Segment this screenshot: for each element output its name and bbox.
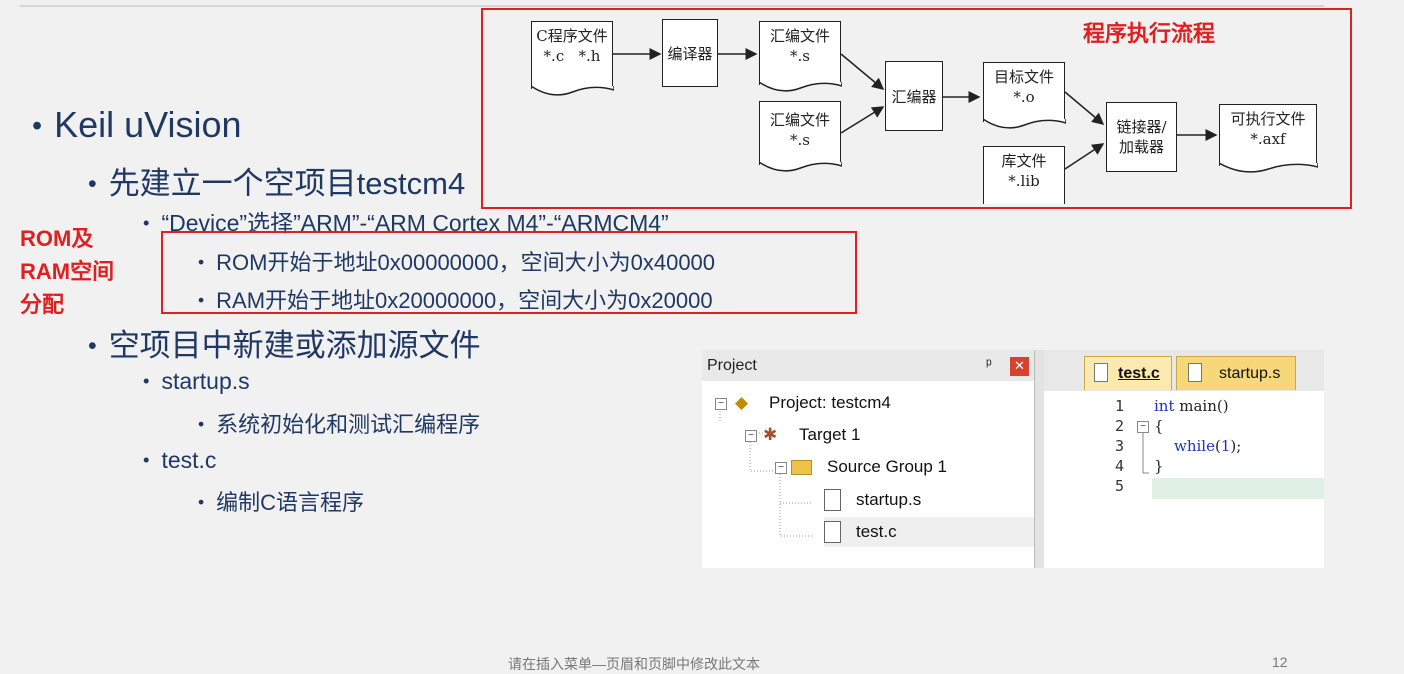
file-icon xyxy=(824,521,841,543)
page-number: 12 xyxy=(1272,654,1288,670)
pin-icon[interactable]: ᵖ xyxy=(986,356,992,373)
line-number: 5 xyxy=(1114,477,1124,495)
line-number: 2 xyxy=(1114,417,1124,435)
code-line-1: int main() xyxy=(1154,397,1229,415)
code-line-3: while(1); xyxy=(1174,437,1242,455)
collapse-icon[interactable]: − xyxy=(715,398,727,410)
file-icon xyxy=(1094,363,1108,382)
line-number: 3 xyxy=(1114,437,1124,455)
project-icon: ◆ xyxy=(735,393,749,412)
file-icon xyxy=(824,489,841,511)
tree-file-label: startup.s xyxy=(856,490,922,509)
project-panel-header: Project ᵖ ✕ xyxy=(702,350,1034,382)
collapse-icon[interactable]: − xyxy=(775,462,787,474)
fold-line xyxy=(1142,433,1149,474)
flow-arrows xyxy=(613,48,1218,170)
fold-icon[interactable]: − xyxy=(1137,421,1149,433)
c-source-file-node: C程序文件 *.c *.h xyxy=(530,21,614,89)
code-line-2: { xyxy=(1154,417,1164,435)
tree-group-label: Source Group 1 xyxy=(827,457,948,476)
tab-label: startup.s xyxy=(1219,365,1281,382)
compile-flow-diagram: C程序文件 *.c *.h 编译器 汇编文件 *.s 汇编文件 *.s 汇编器 … xyxy=(483,9,1350,207)
bullet-startup: •startup.s xyxy=(143,368,250,394)
collapse-icon[interactable]: − xyxy=(745,430,757,442)
target-icon: ✱ xyxy=(763,425,778,444)
bullet-ram: •RAM开始于地址0x20000000，空间大小为0x20000 xyxy=(198,288,713,313)
flow-highlight-box xyxy=(481,8,1352,209)
bullet-keil: •Keil uVision xyxy=(32,104,242,145)
executable-file-node: 可执行文件 *.axf xyxy=(1218,104,1318,166)
assembler-node: 汇编器 xyxy=(885,61,943,131)
tree-file-testc[interactable]: test.c xyxy=(824,517,1034,547)
tree-target-label: Target 1 xyxy=(799,425,861,444)
current-line-highlight xyxy=(1152,478,1324,499)
code-editor: test.c startup.s 1 2 3 4 5 − int main() … xyxy=(1044,350,1324,568)
code-line-4: } xyxy=(1154,457,1164,475)
object-file-node: 目标文件 *.o xyxy=(982,62,1066,122)
rom-ram-highlight-box xyxy=(161,231,857,314)
top-rule xyxy=(20,5,1324,7)
footer-text: 请在插入菜单—页眉和页脚中修改此文本 xyxy=(508,656,760,672)
close-icon[interactable]: ✕ xyxy=(1010,357,1029,376)
tree-project-label: Project: testcm4 xyxy=(769,393,891,412)
bullet-create-project: •先建立一个空项目testcm4 xyxy=(88,166,466,201)
bullet-testc: •test.c xyxy=(143,447,217,473)
tree-lines xyxy=(719,408,812,537)
compiler-node: 编译器 xyxy=(662,19,718,87)
asm-file-node-1: 汇编文件 *.s xyxy=(758,21,842,85)
tree-file-label: test.c xyxy=(856,522,897,541)
editor-tab-bar: test.c startup.s xyxy=(1044,350,1324,391)
bullet-testc-desc: •编制C语言程序 xyxy=(198,490,365,515)
tab-label: test.c xyxy=(1118,365,1160,382)
file-icon xyxy=(1188,363,1202,382)
folder-icon xyxy=(791,460,812,475)
line-number: 1 xyxy=(1114,397,1124,415)
library-file-node: 库文件 *.lib xyxy=(983,146,1065,204)
line-number: 4 xyxy=(1114,457,1124,475)
rom-ram-annotation: ROM及 RAM空间 分配 xyxy=(20,226,115,317)
panel-splitter[interactable] xyxy=(1034,350,1045,568)
linker-node: 链接器/ 加载器 xyxy=(1106,102,1177,172)
keil-ide-screenshot: Project ᵖ ✕ − ◆ Project: testcm4 − ✱ Tar… xyxy=(702,350,1324,568)
asm-file-node-2: 汇编文件 *.s xyxy=(758,101,842,165)
tab-startup-s[interactable]: startup.s xyxy=(1176,356,1296,390)
project-tree: − ◆ Project: testcm4 − ✱ Target 1 − Sour… xyxy=(702,381,1034,568)
bullet-add-source: •空项目中新建或添加源文件 xyxy=(88,328,481,363)
code-area[interactable]: 1 2 3 4 5 − int main() { while(1); } xyxy=(1044,391,1324,568)
flow-title: 程序执行流程 xyxy=(1083,21,1216,46)
bullet-rom: •ROM开始于地址0x00000000，空间大小为0x40000 xyxy=(198,250,716,275)
bullet-startup-desc: •系统初始化和测试汇编程序 xyxy=(198,412,481,437)
project-panel-title: Project xyxy=(707,357,757,374)
tab-test-c[interactable]: test.c xyxy=(1084,356,1172,390)
tree-file-startup[interactable]: startup.s xyxy=(824,487,1024,515)
